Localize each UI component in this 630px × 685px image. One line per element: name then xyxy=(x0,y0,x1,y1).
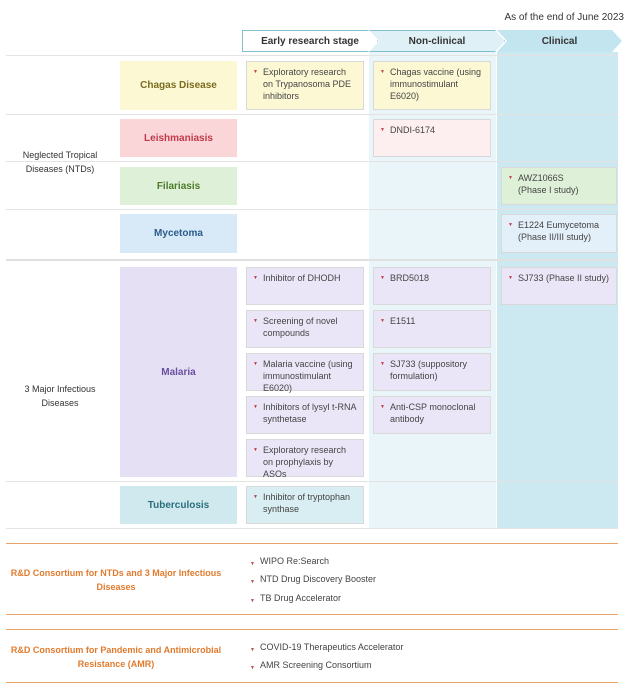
card-chagas-early: Exploratory research on Trypanosoma PDE … xyxy=(246,61,364,110)
consortium-amr-item: AMR Screening Consortium xyxy=(250,659,372,674)
card-leishmaniasis-nonclinical: DNDI-6174 xyxy=(373,119,491,157)
consortium-amr: R&D Consortium for Pandemic and Antimicr… xyxy=(6,629,618,683)
consortium-ntd: R&D Consortium for NTDs and 3 Major Infe… xyxy=(6,543,618,615)
card-line: E1224 Eumycetoma xyxy=(518,220,600,230)
card-tuberculosis-early: Inhibitor of tryptophan synthase xyxy=(246,486,364,524)
disease-chagas: Chagas Disease xyxy=(120,61,237,110)
card-malaria-early-5: Exploratory research on prophylaxis by A… xyxy=(246,439,364,479)
consortium-ntd-title: R&D Consortium for NTDs and 3 Major Infe… xyxy=(10,568,222,592)
card-malaria-nonclinical-2: E1511 xyxy=(373,310,491,348)
as-of-date: As of the end of June 2023 xyxy=(504,12,624,23)
disease-mycetoma: Mycetoma xyxy=(120,214,237,253)
consortium-ntd-item: WIPO Re:Search xyxy=(250,555,329,570)
card-malaria-early-1: Inhibitor of DHODH xyxy=(246,267,364,305)
card-malaria-early-3: Malaria vaccine (using immunostimulant E… xyxy=(246,353,364,393)
group-label-major: 3 Major Infectious Diseases xyxy=(24,384,96,408)
card-mycetoma-clinical: E1224 Eumycetoma (Phase II/III study) xyxy=(501,214,617,253)
stage-header-early: Early research stage xyxy=(242,30,378,52)
divider xyxy=(6,528,618,529)
disease-filariasis: Filariasis xyxy=(120,167,237,205)
group-label-ntd: Neglected Tropical Diseases (NTDs) xyxy=(22,150,98,174)
card-filariasis-clinical: AWZ1066S (Phase I study) xyxy=(501,167,617,205)
divider xyxy=(6,481,618,482)
card-malaria-nonclinical-3: SJ733 (suppository formulation) xyxy=(373,353,491,391)
divider xyxy=(6,161,618,162)
card-malaria-nonclinical-4: Anti-CSP monoclonal antibody xyxy=(373,396,491,434)
disease-tuberculosis: Tuberculosis xyxy=(120,486,237,524)
divider xyxy=(6,209,618,210)
divider xyxy=(6,259,618,261)
divider xyxy=(6,114,618,115)
consortium-amr-title: R&D Consortium for Pandemic and Antimicr… xyxy=(10,645,222,669)
card-chagas-nonclinical: Chagas vaccine (using immunostimulant E6… xyxy=(373,61,491,110)
card-malaria-nonclinical-1: BRD5018 xyxy=(373,267,491,305)
stage-header-clinical: Clinical xyxy=(497,30,622,52)
stage-header-nonclinical: Non-clinical xyxy=(369,30,505,52)
consortium-ntd-item: NTD Drug Discovery Booster xyxy=(250,573,376,588)
consortium-amr-item: COVID-19 Therapeutics Accelerator xyxy=(250,641,403,656)
card-line: (Phase II/III study) xyxy=(518,232,592,242)
card-line: AWZ1066S xyxy=(518,173,564,183)
disease-malaria: Malaria xyxy=(120,267,237,477)
consortium-ntd-item: TB Drug Accelerator xyxy=(250,592,341,607)
card-malaria-clinical-1: SJ733 (Phase II study) xyxy=(501,267,617,305)
card-malaria-early-4: Inhibitors of lysyl t-RNA synthetase xyxy=(246,396,364,434)
card-line: (Phase I study) xyxy=(518,185,579,195)
divider xyxy=(6,55,618,56)
card-malaria-early-2: Screening of novel compounds xyxy=(246,310,364,348)
disease-leishmaniasis: Leishmaniasis xyxy=(120,119,237,157)
